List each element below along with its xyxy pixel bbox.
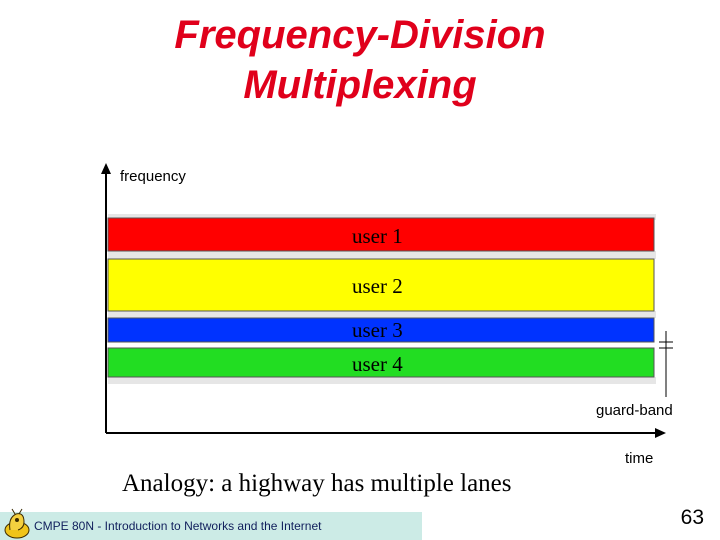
user-2-label: user 2 bbox=[352, 274, 403, 298]
footer-text: CMPE 80N - Introduction to Networks and … bbox=[34, 519, 322, 533]
x-axis-label: time bbox=[625, 450, 653, 467]
page-number: 63 bbox=[680, 506, 704, 529]
guard-band-bottom bbox=[108, 377, 656, 384]
guard-band-2-3 bbox=[108, 311, 656, 318]
y-axis-label: frequency bbox=[120, 168, 186, 185]
user-3-band bbox=[107, 317, 655, 343]
guard-band-marker bbox=[659, 331, 673, 397]
guard-band-1-2 bbox=[108, 251, 656, 259]
title-line-1: Frequency-Division bbox=[174, 13, 546, 57]
guard-band-label: guard-band bbox=[596, 402, 673, 419]
user-3-label: user 3 bbox=[352, 318, 403, 342]
x-axis-arrowhead-icon bbox=[655, 428, 666, 438]
y-axis-arrowhead-icon bbox=[101, 163, 111, 174]
user-4-label: user 4 bbox=[352, 352, 403, 376]
guard-band-top bbox=[108, 214, 656, 220]
user-2-band bbox=[107, 258, 655, 312]
user-1-label: user 1 bbox=[352, 224, 403, 248]
user-1-band bbox=[107, 217, 655, 252]
title-line-2: Multiplexing bbox=[243, 63, 477, 107]
analogy-text: Analogy: a highway has multiple lanes bbox=[122, 470, 512, 497]
user-4-band bbox=[107, 347, 655, 378]
ucsc-slug-logo-icon bbox=[4, 508, 30, 539]
footer-bar bbox=[0, 512, 422, 540]
slide-title: Frequency-Division Multiplexing bbox=[0, 10, 720, 110]
